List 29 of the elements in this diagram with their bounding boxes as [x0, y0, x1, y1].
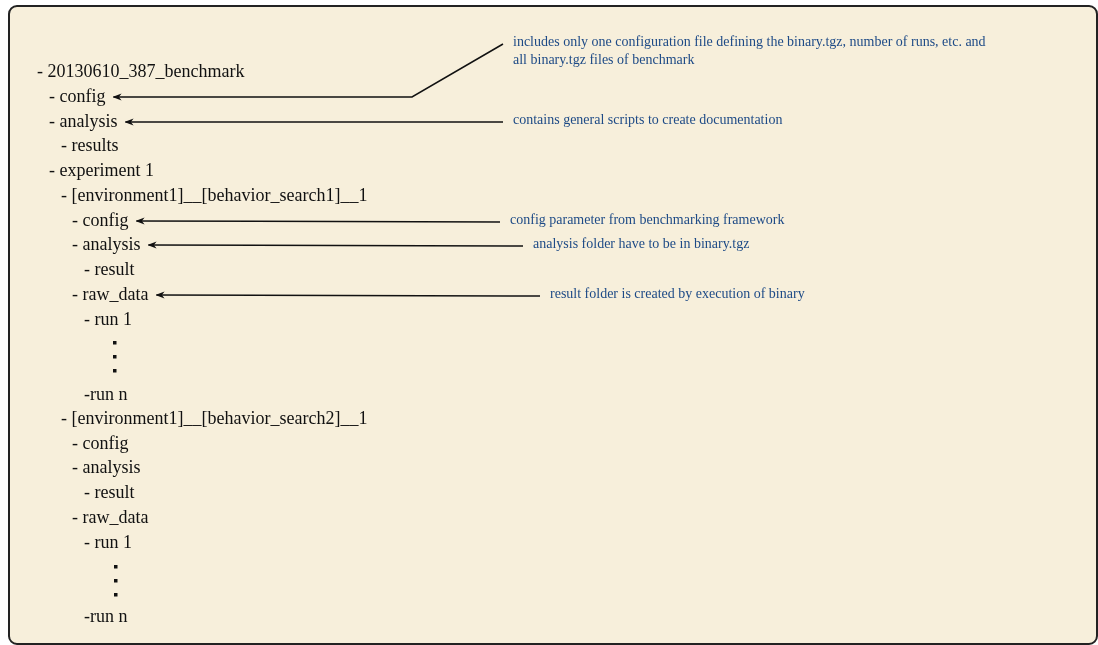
arrow	[155, 291, 541, 299]
folder-name: - run 1	[84, 308, 132, 330]
folder-name: - analysis	[72, 233, 149, 255]
annotation-text: result folder is created by execution of binary	[540, 285, 805, 303]
folder-name: - [environment1]__[behavior_search2]__1	[61, 407, 368, 429]
arrow	[124, 118, 504, 126]
folder-name: - [environment1]__[behavior_search1]__1	[61, 184, 368, 206]
folder-name: - experiment 1	[49, 159, 154, 181]
arrow	[147, 241, 524, 249]
folder-name: - config	[49, 85, 114, 107]
folder-name: - analysis	[72, 456, 141, 478]
folder-name: - analysis	[49, 110, 126, 132]
folder-name: - config	[72, 432, 129, 454]
folder-name: - result	[84, 481, 135, 503]
annotation-text: analysis folder have to be in binary.tgz	[523, 235, 750, 253]
folder-name: - 20130610_387_benchmark	[37, 60, 245, 82]
annotation-text: config parameter from benchmarking framework	[500, 211, 785, 229]
folder-name: - results	[61, 134, 119, 156]
folder-name: - raw_data	[72, 283, 157, 305]
folder-name: - raw_data	[72, 506, 149, 528]
folder-name: - run 1	[84, 531, 132, 553]
arrow	[112, 43, 504, 101]
folder-name: - result	[84, 258, 135, 280]
annotation-text: contains general scripts to create documentation	[503, 111, 783, 129]
annotation-text: includes only one configuration file defining the binary.tgz, number of runs, etc. and all binary.tgz files of benchmark	[503, 33, 998, 69]
folder-name: - config	[72, 209, 137, 231]
arrow	[135, 217, 501, 225]
folder-name: -run n	[84, 383, 128, 405]
folder-name: -run n	[84, 605, 128, 627]
